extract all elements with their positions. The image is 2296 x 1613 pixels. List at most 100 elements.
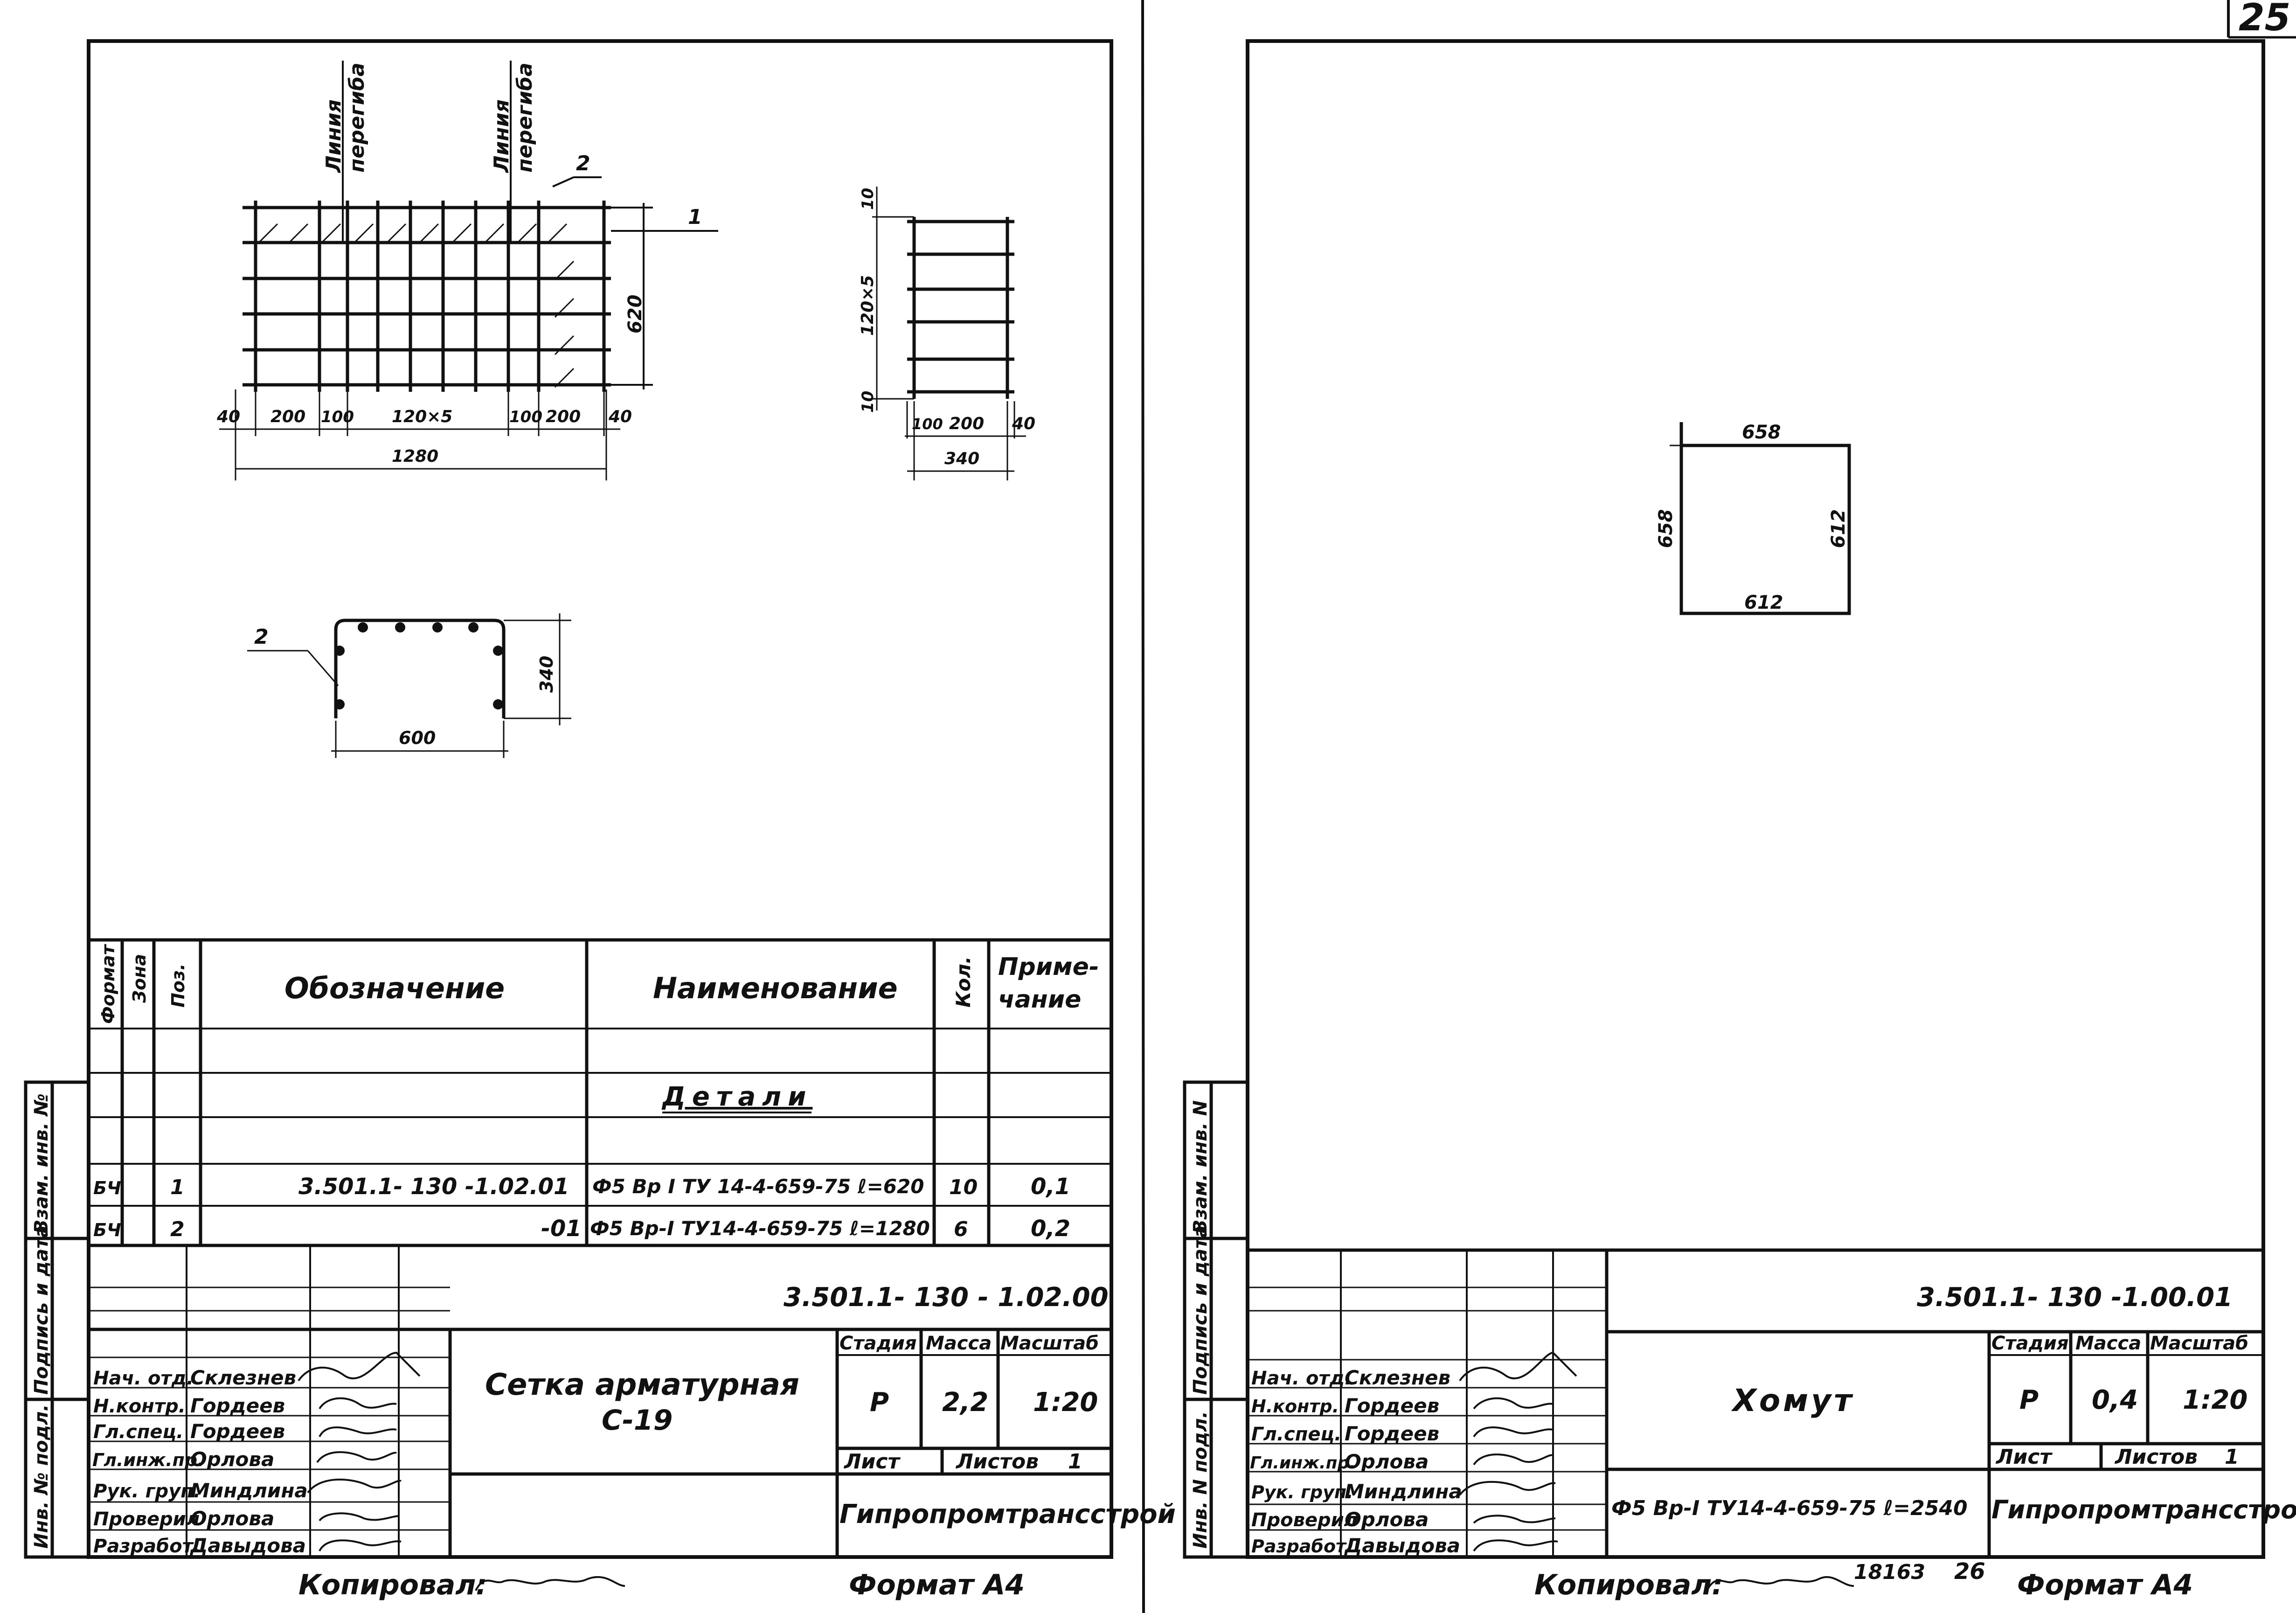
side-dim-200: 200 bbox=[949, 414, 984, 433]
mesh-drawing bbox=[243, 201, 611, 392]
svg-text:Орлова: Орлова bbox=[1345, 1450, 1429, 1473]
dim-200-right: 200 bbox=[546, 407, 581, 426]
signatures-left bbox=[298, 1351, 421, 1552]
svg-text:Нач. отд.: Нач. отд. bbox=[93, 1368, 194, 1389]
spec-header-name: Наименование bbox=[653, 971, 898, 1005]
scale-value-right: 1:20 bbox=[2183, 1385, 2247, 1415]
svg-text:Гл.инж.пр.: Гл.инж.пр. bbox=[1250, 1453, 1356, 1473]
stage-label-left: Стадия bbox=[839, 1333, 917, 1354]
svg-text:Рук. груп.: Рук. груп. bbox=[93, 1481, 201, 1502]
spec-header-format: Формат bbox=[98, 944, 118, 1024]
spec-row1-qty: 10 bbox=[949, 1175, 978, 1199]
footer-format-right: Формат А4 bbox=[2017, 1569, 2193, 1601]
sheets-label-left: Листов bbox=[955, 1450, 1039, 1474]
side-dim-10-top: 10 bbox=[859, 188, 877, 210]
doc-title-line1: Сетка арматурная bbox=[485, 1368, 799, 1402]
svg-text:Проверил: Проверил bbox=[93, 1509, 200, 1530]
dim-1280: 1280 bbox=[392, 447, 438, 466]
dim-40-left: 40 bbox=[216, 407, 240, 426]
stirrup-drawing: 658 658 612 612 bbox=[1655, 422, 1851, 615]
svg-text:Склезнев: Склезнев bbox=[1345, 1366, 1450, 1389]
footer-stamp-right: 18163 bbox=[1854, 1560, 1925, 1584]
svg-text:Рук. груп.: Рук. груп. bbox=[1251, 1482, 1353, 1502]
mass-label-right: Масса bbox=[2075, 1333, 2141, 1354]
dim-120x5: 120×5 bbox=[392, 407, 452, 426]
spec-row2-designation: -01 bbox=[541, 1216, 582, 1242]
svg-text:Орлова: Орлова bbox=[1345, 1508, 1429, 1531]
footer-format-left: Формат А4 bbox=[849, 1569, 1025, 1601]
doc-title-line2: С-19 bbox=[602, 1404, 673, 1437]
spec-row1-pos: 1 bbox=[170, 1175, 185, 1199]
spec-header-note-1: Приме- bbox=[998, 953, 1099, 981]
bend-line-label-2a: Линия bbox=[490, 99, 513, 174]
sheets-count-left: 1 bbox=[1068, 1450, 1082, 1474]
stage-value-right: Р bbox=[2019, 1385, 2039, 1415]
side-dim-40: 40 bbox=[1012, 414, 1035, 433]
sheets-label-right: Листов bbox=[2114, 1445, 2198, 1469]
side-label-inv-orig: Инв. № подл. bbox=[31, 1404, 52, 1549]
svg-text:Н.контр.: Н.контр. bbox=[1251, 1396, 1339, 1417]
side-dim-100: 100 bbox=[912, 415, 943, 433]
svg-text:Склезнев: Склезнев bbox=[190, 1366, 296, 1389]
page-number: 25 bbox=[2239, 0, 2290, 39]
svg-text:Гордеев: Гордеев bbox=[1345, 1422, 1439, 1445]
section-dim-600: 600 bbox=[399, 728, 436, 748]
svg-text:Орлова: Орлова bbox=[190, 1507, 274, 1530]
roles-right: Нач. отд. Склезнев Н.контр. Гордеев Гл.с… bbox=[1250, 1366, 1462, 1557]
spec-row1-note: 0,1 bbox=[1031, 1174, 1070, 1200]
svg-text:Давыдова: Давыдова bbox=[1344, 1534, 1460, 1557]
spec-row2-note: 0,2 bbox=[1031, 1216, 1070, 1242]
stirrup-dim-right: 612 bbox=[1828, 509, 1849, 549]
svg-text:Гордеев: Гордеев bbox=[190, 1420, 285, 1443]
svg-text:Проверил: Проверил bbox=[1251, 1509, 1358, 1531]
pos-label-1: 1 bbox=[688, 205, 702, 229]
svg-text:Разработ.: Разработ. bbox=[93, 1536, 200, 1557]
svg-text:Разработ.: Разработ. bbox=[1251, 1536, 1353, 1557]
spec-row2-pos: 2 bbox=[170, 1217, 185, 1241]
dim-200-left: 200 bbox=[271, 407, 305, 426]
doc-number-right: 3.501.1- 130 -1.00.01 bbox=[1917, 1282, 2233, 1313]
spec-header-note-2: чание bbox=[998, 986, 1081, 1014]
spec-row2-format: БЧ bbox=[93, 1220, 121, 1240]
scale-label-left: Масштаб bbox=[1000, 1333, 1099, 1354]
mass-value-right: 0,4 bbox=[2092, 1385, 2138, 1415]
side-dim-120x5: 120×5 bbox=[858, 275, 877, 336]
sheet-label-right: Лист bbox=[1995, 1445, 2053, 1469]
doc-number-left: 3.501.1- 130 - 1.02.00 bbox=[784, 1282, 1109, 1313]
svg-text:Орлова: Орлова bbox=[190, 1448, 274, 1471]
svg-text:Гл.спец.: Гл.спец. bbox=[1251, 1424, 1341, 1445]
footer-copied-right: Копировал: bbox=[1534, 1569, 1723, 1601]
left-sheet: Линия перегиба Линия перегиба 2 1 620 40… bbox=[24, 39, 1176, 1601]
side-label-inv-orig-right: Инв. N подл. bbox=[1190, 1411, 1211, 1549]
svg-text:Гл.спец.: Гл.спец. bbox=[93, 1421, 183, 1443]
mass-value-left: 2,2 bbox=[942, 1387, 988, 1418]
dim-100-left: 100 bbox=[321, 408, 354, 426]
spec-header-pos: Поз. bbox=[168, 964, 188, 1008]
dim-40-right: 40 bbox=[608, 407, 632, 426]
spec-header-designation: Обозначение bbox=[284, 971, 505, 1005]
spec-row1-format: БЧ bbox=[93, 1178, 121, 1198]
spec-row2-name: Ф5 Вр-I ТУ14-4-659-75 ℓ=1280 bbox=[590, 1217, 930, 1240]
svg-text:Гордеев: Гордеев bbox=[1345, 1394, 1439, 1417]
sheet-label-left: Лист bbox=[843, 1450, 901, 1474]
side-dim-340: 340 bbox=[944, 449, 979, 468]
dim-100-right: 100 bbox=[509, 408, 542, 426]
stage-label-right: Стадия bbox=[1991, 1333, 2069, 1354]
svg-text:Давыдова: Давыдова bbox=[189, 1534, 306, 1557]
stage-value-left: Р bbox=[870, 1387, 889, 1418]
spec-header-qty: Кол. bbox=[952, 956, 975, 1008]
spec-row1-designation: 3.501.1- 130 -1.02.01 bbox=[298, 1174, 569, 1200]
stirrup-dim-bottom: 612 bbox=[1744, 592, 1783, 613]
footer-page-right: 26 bbox=[1954, 1558, 1985, 1585]
right-sheet: 658 658 612 612 Инв. N подл. Подпись и д… bbox=[1183, 39, 2296, 1601]
svg-text:Н.контр.: Н.контр. bbox=[93, 1396, 186, 1417]
title-block-right bbox=[1248, 1248, 2263, 1557]
dim-620: 620 bbox=[624, 295, 646, 334]
stirrup-dim-left: 658 bbox=[1655, 509, 1677, 549]
bend-line-label-1a: Линия bbox=[322, 99, 346, 174]
spec-row2-qty: 6 bbox=[954, 1217, 968, 1241]
material-right: Ф5 Вр-I ТУ14-4-659-75 ℓ=2540 bbox=[1611, 1496, 1968, 1520]
side-label-sign-date: Подпись и дата bbox=[31, 1225, 52, 1395]
org-name-right: Гипропромтрансстрой bbox=[1991, 1495, 2296, 1524]
mass-label-left: Масса bbox=[926, 1333, 992, 1354]
